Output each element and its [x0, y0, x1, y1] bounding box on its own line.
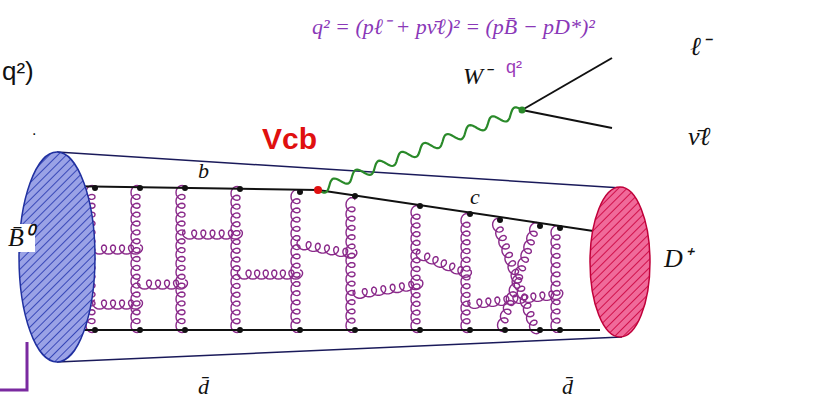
momentum-label: q² [506, 58, 522, 76]
gluon [291, 190, 300, 333]
antiquark-label: d̄ [562, 376, 573, 398]
gluon [498, 223, 541, 332]
vertex-dot [537, 327, 543, 333]
gluon [93, 300, 143, 309]
gluon [176, 186, 185, 333]
gluon [346, 198, 355, 333]
gluon [93, 245, 143, 254]
vertex-dot [467, 327, 473, 333]
vertex-dot [297, 327, 303, 333]
vertex-dot [417, 327, 423, 333]
gluon [183, 230, 243, 239]
dot-mark: . [32, 122, 36, 138]
vertex-dot [557, 327, 563, 333]
gluon [468, 290, 563, 308]
gluon [131, 186, 140, 333]
vertex-dot [137, 327, 143, 333]
quark-label: c [470, 186, 480, 208]
w-boson [318, 107, 522, 192]
formula: q² = (pℓ⁻ + pν̄ℓ)² = (pB̄ − pD*)² [312, 16, 595, 38]
gluon [493, 219, 540, 334]
gluon [551, 226, 560, 333]
vertex-dot [502, 327, 508, 333]
meson-label: B̄⁰ [6, 224, 35, 252]
vertex-dot [237, 186, 243, 192]
vertex-dot [182, 185, 188, 191]
meson-label: D⁺ [664, 246, 692, 272]
axis-note: q²) [2, 58, 34, 84]
gluon [411, 206, 420, 333]
vertex-dot [417, 203, 423, 209]
vertex-dot [537, 223, 543, 229]
vertex-dot [297, 189, 303, 195]
gluon [416, 250, 471, 277]
vertex-dot [92, 327, 98, 333]
vertex-dot [92, 185, 98, 191]
ckm-element: Vcb [262, 124, 317, 154]
vertex-dot [467, 211, 473, 217]
gluon [231, 187, 240, 333]
neutrino-label: ν̄ℓ [688, 124, 710, 150]
vertex-dot [237, 327, 243, 333]
lepton-label: ℓ⁻ [690, 34, 710, 60]
gluon [138, 280, 188, 289]
antiquark-label: d̄ [198, 376, 209, 398]
gluon [461, 214, 470, 333]
vertex-dot [352, 193, 358, 199]
vertex-dot [182, 327, 188, 333]
vertex-dot [497, 217, 503, 223]
vertex-dot [557, 225, 563, 231]
quark-label: b [198, 160, 209, 182]
vertex-dot [352, 327, 358, 333]
boson-label: W⁻ [463, 64, 491, 88]
vertex-dot [137, 185, 143, 191]
